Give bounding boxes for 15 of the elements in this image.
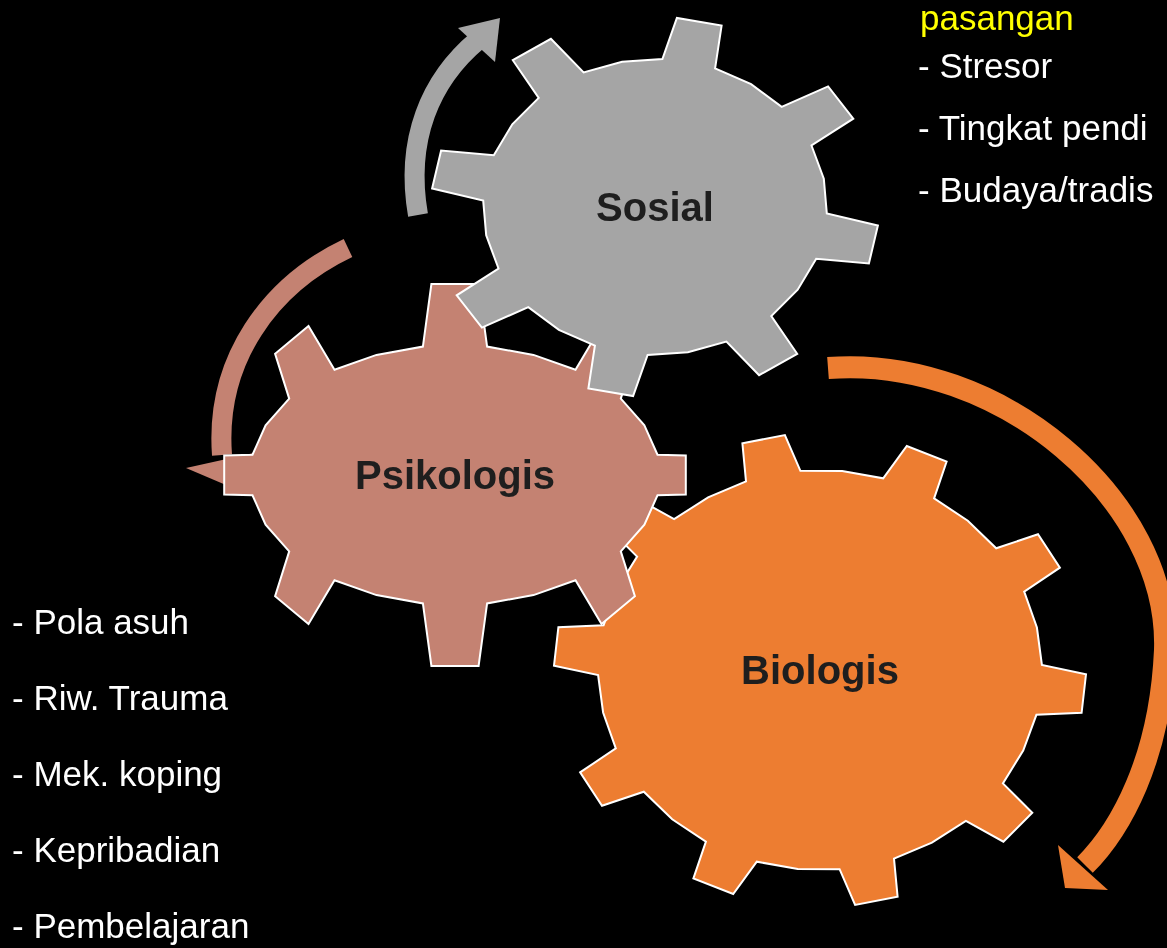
list-item: - Budaya/tradis (918, 172, 1154, 207)
gear-label: Biologis (741, 647, 899, 693)
list-item: - Stresor (918, 48, 1053, 83)
list-item: - Mek. koping (12, 756, 223, 791)
list-item: - Tingkat pendi (918, 110, 1148, 145)
list-item: - Pola asuh (12, 604, 190, 639)
list-item: - Kepribadian (12, 832, 221, 867)
list-item: - Riw. Trauma (12, 680, 228, 715)
gear-label: Psikologis (354, 452, 556, 498)
gear-shape (554, 433, 1086, 907)
list-item: - Pembelajaran (12, 908, 250, 943)
list-item: pasangan (920, 0, 1074, 35)
gear-label: Sosial (596, 184, 714, 230)
gear-shape (431, 17, 879, 397)
gear-shape (223, 283, 687, 667)
